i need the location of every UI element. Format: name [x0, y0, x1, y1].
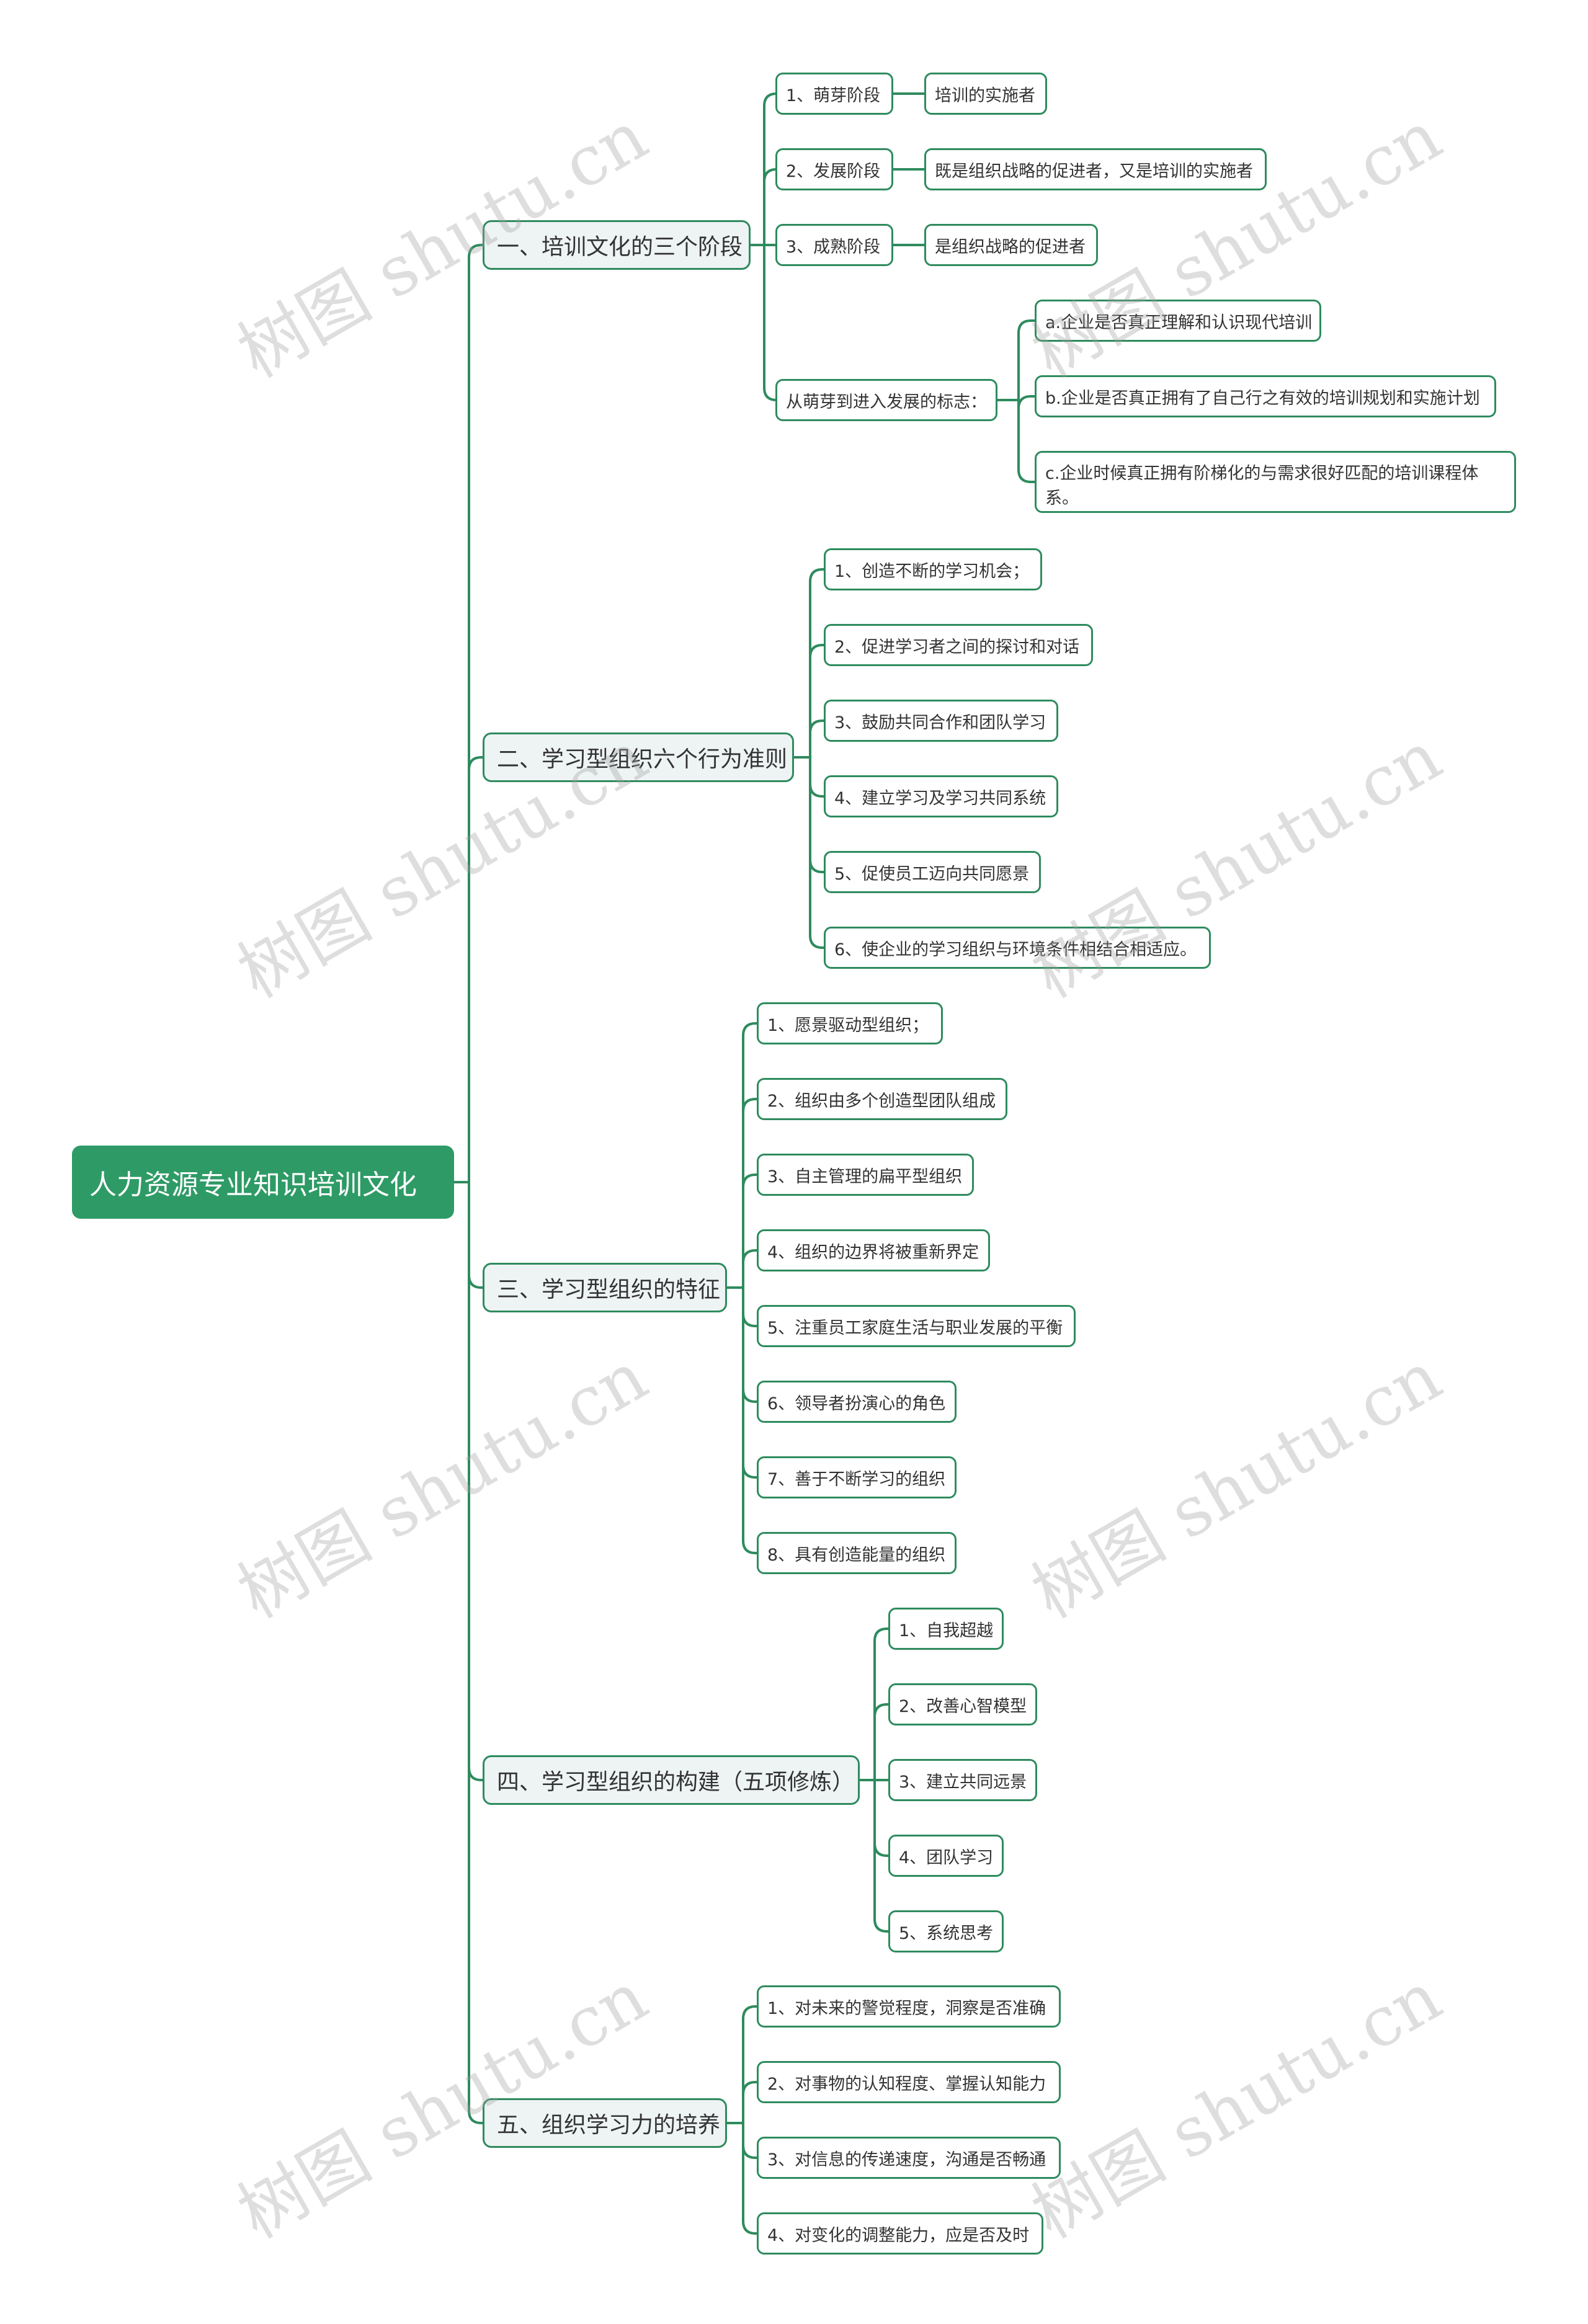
connector-line	[809, 756, 825, 873]
branch-topic-learning-ability[interactable]: 五、组织学习力的培养	[483, 2098, 727, 2148]
subtopic-discipline-1[interactable]: 1、自我超越	[888, 1608, 1004, 1650]
connector-line	[873, 1779, 890, 1933]
detail-sign-b[interactable]: b.企业是否真正拥有了自己行之有效的培训规划和实施计划	[1035, 375, 1496, 417]
connector-line	[873, 1703, 890, 1781]
connector-line	[742, 2122, 758, 2235]
subtopic-stage-2[interactable]: 2、发展阶段	[775, 148, 893, 190]
detail-sign-c[interactable]: c.企业时候真正拥有阶梯化的与需求很好匹配的培训课程体系。	[1035, 451, 1516, 513]
connector-line	[742, 1286, 758, 1479]
connector-line	[809, 568, 825, 759]
subtopic-feature-6[interactable]: 6、领导者扮演心的角色	[757, 1381, 957, 1423]
connector-line	[809, 719, 825, 759]
subtopic-rule-3[interactable]: 3、鼓励共同合作和团队学习	[824, 700, 1058, 742]
subtopic-rule-2[interactable]: 2、促进学习者之间的探讨和对话	[824, 624, 1093, 666]
connector-line	[1017, 319, 1036, 401]
detail-stage-2[interactable]: 既是组织战略的促进者，又是培训的实施者	[924, 148, 1267, 190]
subtopic-feature-1[interactable]: 1、愿景驱动型组织；	[757, 1002, 943, 1044]
root-topic[interactable]: 人力资源专业知识培训文化	[72, 1146, 454, 1219]
branch-topic-behavior-rules[interactable]: 二、学习型组织六个行为准则	[483, 732, 794, 782]
connector-line	[468, 756, 484, 1183]
subtopic-discipline-5[interactable]: 5、系统思考	[888, 1910, 1004, 1952]
subtopic-rule-6[interactable]: 6、使企业的学习组织与环境条件相结合相适应。	[824, 927, 1211, 969]
connector-line	[742, 1249, 758, 1289]
subtopic-rule-5[interactable]: 5、促使员工迈向共同愿景	[824, 851, 1041, 893]
connector-line	[468, 244, 484, 1183]
connector-line	[742, 2122, 758, 2159]
branch-topic-features[interactable]: 三、学习型组织的特征	[483, 1263, 727, 1312]
subtopic-feature-5[interactable]: 5、注重员工家庭生活与职业发展的平衡	[757, 1305, 1076, 1347]
connector-line	[809, 644, 825, 759]
subtopic-discipline-2[interactable]: 2、改善心智模型	[888, 1683, 1037, 1725]
connector-line	[468, 1181, 484, 1289]
connector-line	[742, 1286, 758, 1327]
connector-line	[809, 756, 825, 949]
connector-line	[873, 1779, 890, 1857]
connector-line	[742, 1098, 758, 1289]
detail-stage-1[interactable]: 培训的实施者	[924, 73, 1047, 115]
branch-topic-five-disciplines[interactable]: 四、学习型组织的构建（五项修炼）	[483, 1755, 860, 1805]
connector-line	[763, 244, 777, 401]
subtopic-rule-4[interactable]: 4、建立学习及学习共同系统	[824, 775, 1058, 817]
subtopic-transition-signs[interactable]: 从萌芽到进入发展的标志：	[775, 379, 997, 421]
subtopic-rule-1[interactable]: 1、创造不断的学习机会；	[824, 548, 1042, 590]
connector-line	[742, 1286, 758, 1554]
connector-line	[742, 2081, 758, 2124]
subtopic-feature-7[interactable]: 7、善于不断学习的组织	[757, 1456, 957, 1498]
connector-line	[763, 168, 777, 246]
subtopic-discipline-3[interactable]: 3、建立共同远景	[888, 1759, 1037, 1801]
connector-line	[1017, 395, 1036, 409]
subtopic-ability-1[interactable]: 1、对未来的警觉程度，洞察是否准确	[757, 1985, 1061, 2028]
detail-stage-3[interactable]: 是组织战略的促进者	[924, 224, 1098, 266]
subtopic-feature-2[interactable]: 2、组织由多个创造型团队组成	[757, 1078, 1007, 1120]
subtopic-ability-2[interactable]: 2、对事物的认知程度、掌握认知能力	[757, 2061, 1061, 2103]
subtopic-feature-4[interactable]: 4、组织的边界将被重新界定	[757, 1229, 990, 1271]
detail-sign-a[interactable]: a.企业是否真正理解和认识现代培训	[1035, 300, 1321, 342]
connector-line	[873, 1627, 890, 1781]
subtopic-feature-8[interactable]: 8、具有创造能量的组织	[757, 1532, 957, 1574]
subtopic-stage-3[interactable]: 3、成熟阶段	[775, 224, 893, 266]
subtopic-ability-3[interactable]: 3、对信息的传递速度，沟通是否畅通	[757, 2137, 1061, 2179]
connector-line	[742, 1286, 758, 1403]
connector-line	[809, 756, 825, 798]
connector-line	[468, 1181, 484, 1781]
subtopic-discipline-4[interactable]: 4、团队学习	[888, 1835, 1004, 1877]
subtopic-ability-4[interactable]: 4、对变化的调整能力，应是否及时	[757, 2212, 1043, 2255]
connector-line	[742, 2005, 758, 2124]
connector-line	[1017, 399, 1036, 483]
connector-line	[742, 1173, 758, 1289]
branch-topic-training-stages[interactable]: 一、培训文化的三个阶段	[483, 220, 751, 270]
connector-line	[742, 1022, 758, 1289]
subtopic-stage-1[interactable]: 1、萌芽阶段	[775, 73, 893, 115]
subtopic-feature-3[interactable]: 3、自主管理的扁平型组织	[757, 1154, 974, 1196]
connector-line	[468, 1181, 484, 2124]
